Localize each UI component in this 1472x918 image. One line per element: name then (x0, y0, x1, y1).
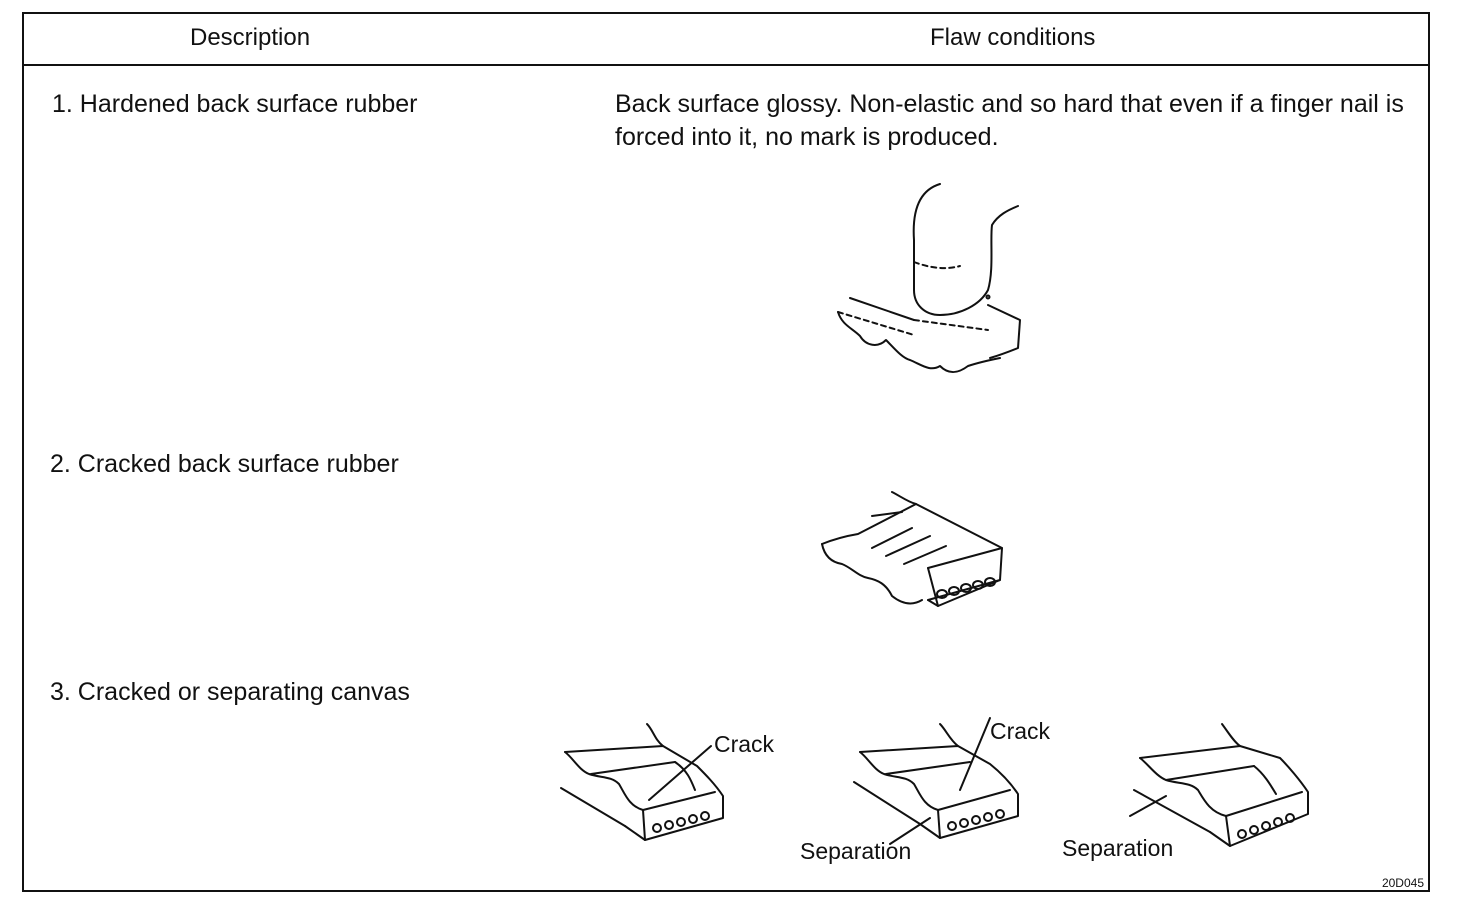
header-flaw-conditions: Flaw conditions (930, 24, 1096, 51)
canvas-separation-illustration (1129, 723, 1309, 847)
canvas-crack-illustration (560, 723, 724, 841)
belt-with-back-cracks-illustration (821, 491, 1003, 607)
row-1-flaw-text: Back surface glossy. Non-elastic and so … (615, 90, 1404, 151)
canvas-crack-separation-illustration (853, 717, 1019, 845)
table-header-row: Description Flaw conditions (22, 12, 1430, 66)
callout-crack-2: Crack (990, 718, 1051, 744)
callout-separation-2: Separation (1062, 835, 1174, 861)
header-description: Description (190, 24, 311, 51)
row-2-description: 2. Cracked back surface rubber (50, 450, 399, 478)
row-3-description: 3. Cracked or separating canvas (50, 678, 410, 706)
finger-pressing-belt-illustration (837, 183, 1021, 373)
figure-code: 20D045 (1381, 876, 1424, 890)
callout-separation-1: Separation (800, 838, 912, 864)
flaw-table (22, 12, 1430, 892)
callout-crack-1: Crack (714, 731, 775, 757)
row-1-description: 1. Hardened back surface rubber (52, 90, 418, 118)
